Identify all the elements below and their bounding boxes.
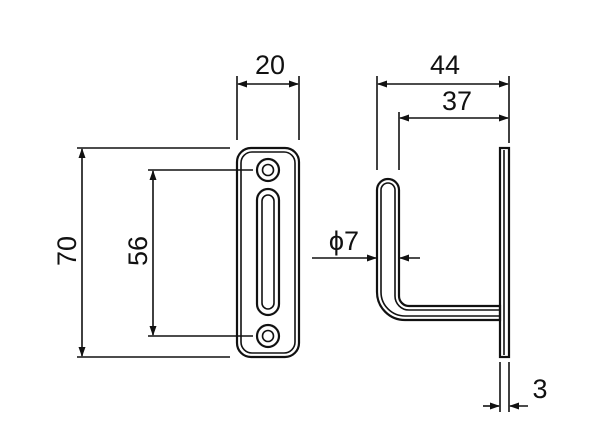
bottom-mounting-hole: [255, 323, 281, 349]
dimension-plate-width: 20: [236, 50, 300, 140]
hook-depth-overall-label: 44: [430, 50, 460, 80]
dimension-plate-height: 70: [52, 147, 230, 358]
hook-base-plate: [498, 146, 511, 359]
bottom-mounting-hole-inner: [261, 329, 275, 343]
hole-spacing-label: 56: [123, 236, 153, 266]
side-view-hook: [375, 146, 511, 359]
hook-rod-inner: [380, 182, 500, 317]
center-slot-inner: [261, 194, 275, 310]
plate-height-label: 70: [52, 236, 82, 266]
plate-inner-outline: [240, 151, 296, 354]
dimension-hook-depth-overall: 44: [376, 50, 510, 170]
dimension-plate-thickness: 3: [483, 362, 548, 412]
hook-depth-inner-label: 37: [442, 86, 472, 116]
rod-diameter-label: ϕ7: [329, 226, 359, 256]
center-slot: [255, 187, 281, 317]
hook-rod: [375, 177, 502, 322]
plate-outline: [235, 146, 301, 359]
top-mounting-hole-inner: [261, 163, 275, 177]
dimension-rod-diameter: ϕ7: [312, 226, 420, 262]
plate-width-label: 20: [255, 50, 285, 80]
front-view-plate: [235, 146, 301, 359]
plate-thickness-label: 3: [532, 374, 547, 404]
dimension-hole-spacing: 56: [123, 169, 253, 337]
dimension-hook-depth-inner: 37: [398, 86, 509, 170]
top-mounting-hole: [255, 157, 281, 183]
